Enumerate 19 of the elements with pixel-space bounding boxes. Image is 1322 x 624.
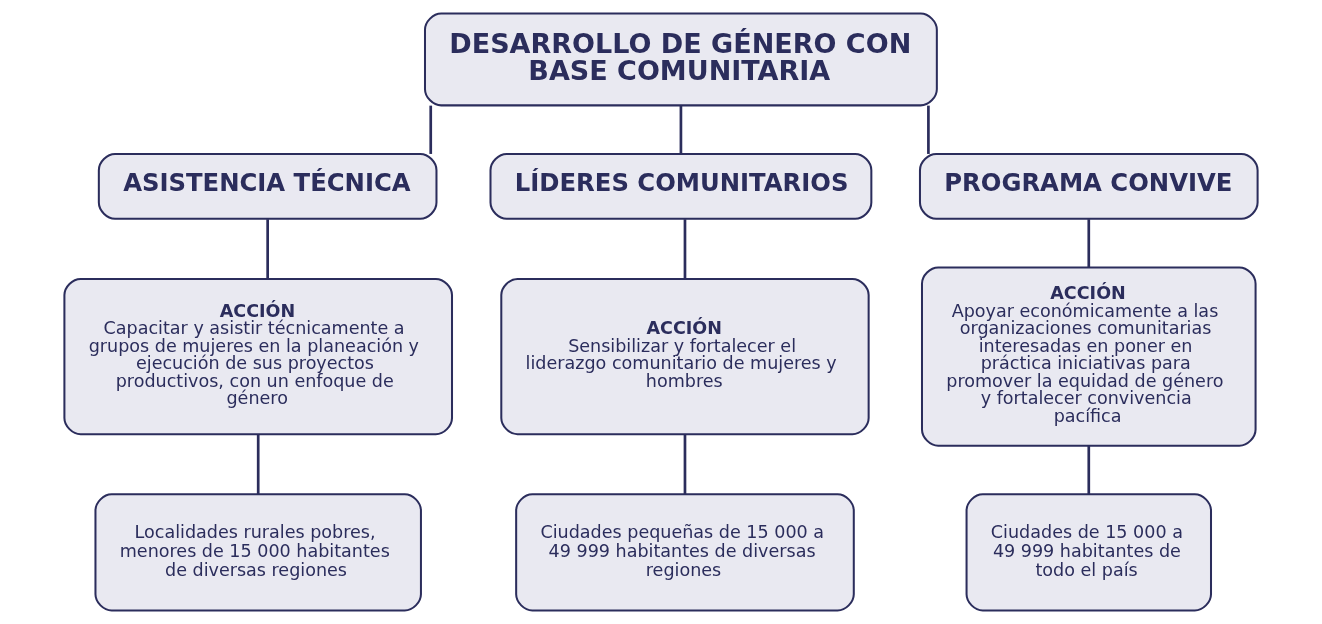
connector [683, 434, 687, 494]
connector [266, 219, 269, 279]
node-box: ACCIÓN Sensibilizar y fortalecer el liderazgo comunitario de mujeres y hombres [500, 277, 870, 436]
connector [927, 105, 930, 154]
connector [1087, 219, 1091, 268]
connector [1087, 445, 1091, 495]
node-box: Localidades rurales pobres, menores de 15 000 habitantes de diversas regiones [94, 493, 422, 612]
node-box: ACCIÓN Apoyar económicamente a las organizaciones comunitarias interesadas en poner en práctica iniciativas para promover la equidad de género y fortalecer convivencia pacífica [920, 266, 1257, 447]
node-box: Ciudades de 15 000 a 49 999 habitantes de todo el país [965, 493, 1212, 612]
connector [429, 105, 433, 154]
node-box: ASISTENCIA TÉCNICA [97, 152, 438, 220]
node-box: ACCIÓN Capacitar y asistir técnicamente a grupos de mujeres en la planeación y ejecución de sus proyectos productivos, con un enfoque de género [63, 277, 454, 436]
connector [683, 219, 687, 279]
node-box: DESARROLLO DE GÉNERO CON BASE COMUNITARIA [423, 12, 938, 107]
node-box: LÍDERES COMUNITARIOS [489, 152, 873, 220]
connector [256, 434, 260, 494]
connector [679, 105, 683, 154]
node-box: PROGRAMA CONVIVE [918, 152, 1259, 220]
node-box: Ciudades pequeñas de 15 000 a 49 999 habitantes de diversas regiones [515, 493, 855, 612]
